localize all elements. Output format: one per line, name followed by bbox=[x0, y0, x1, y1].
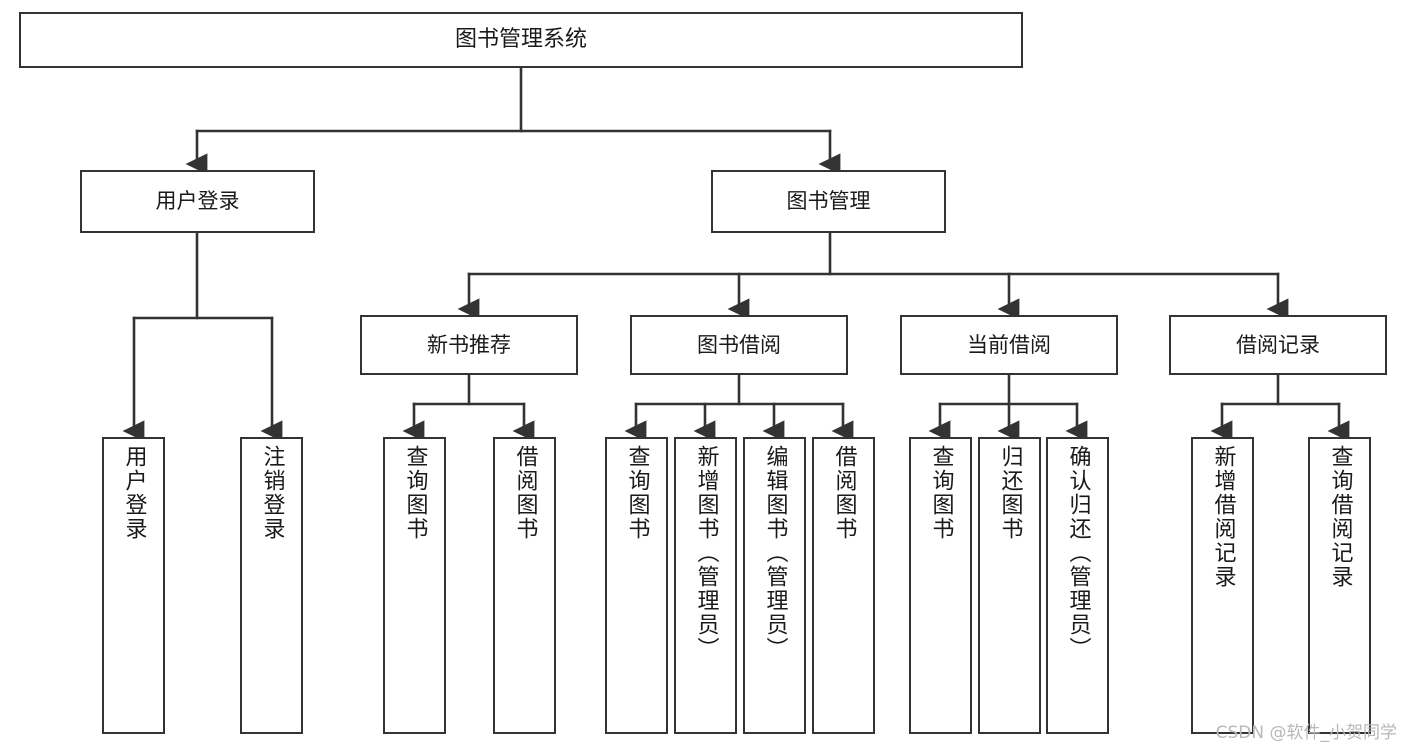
node-label: 用户登录 bbox=[155, 189, 240, 214]
node-label: 借阅记录 bbox=[1236, 332, 1320, 357]
leaf-borrow-borrow-book[interactable]: 借阅图书 bbox=[812, 437, 875, 734]
node-user-login[interactable]: 用户登录 bbox=[80, 170, 315, 233]
node-borrow-record[interactable]: 借阅记录 bbox=[1169, 315, 1387, 375]
node-new-book-recommend[interactable]: 新书推荐 bbox=[360, 315, 578, 375]
leaf-user-login[interactable]: 用户登录 bbox=[102, 437, 165, 734]
leaf-current-confirm-return-admin[interactable]: 确认归还（管理员） bbox=[1046, 437, 1109, 734]
node-label: 图书借阅 bbox=[697, 332, 781, 357]
node-label: 查询借阅记录 bbox=[1327, 445, 1353, 589]
leaf-recommend-query-book[interactable]: 查询图书 bbox=[383, 437, 446, 734]
leaf-current-return-book[interactable]: 归还图书 bbox=[978, 437, 1041, 734]
leaf-borrow-query-book[interactable]: 查询图书 bbox=[605, 437, 668, 734]
node-book-management[interactable]: 图书管理 bbox=[711, 170, 946, 233]
leaf-current-query-book[interactable]: 查询图书 bbox=[909, 437, 972, 734]
node-root-book-management-system[interactable]: 图书管理系统 bbox=[19, 12, 1023, 68]
node-label: 归还图书 bbox=[997, 445, 1023, 541]
node-label: 新增图书（管理员） bbox=[693, 445, 719, 661]
node-label: 当前借阅 bbox=[967, 332, 1051, 357]
leaf-user-logout[interactable]: 注销登录 bbox=[240, 437, 303, 734]
node-book-borrow[interactable]: 图书借阅 bbox=[630, 315, 848, 375]
node-label: 借阅图书 bbox=[831, 445, 857, 541]
node-label: 新书推荐 bbox=[427, 332, 511, 357]
node-label: 图书管理 bbox=[786, 189, 871, 214]
node-label: 查询图书 bbox=[402, 445, 428, 541]
leaf-record-add-borrow-record[interactable]: 新增借阅记录 bbox=[1191, 437, 1254, 734]
leaf-recommend-borrow-book[interactable]: 借阅图书 bbox=[493, 437, 556, 734]
node-label: 编辑图书（管理员） bbox=[762, 445, 788, 661]
node-label: 用户登录 bbox=[121, 445, 147, 541]
node-label: 新增借阅记录 bbox=[1210, 445, 1236, 589]
node-label: 图书管理系统 bbox=[454, 27, 587, 53]
node-label: 查询图书 bbox=[624, 445, 650, 541]
leaf-record-query-borrow-record[interactable]: 查询借阅记录 bbox=[1308, 437, 1371, 734]
leaf-borrow-add-book-admin[interactable]: 新增图书（管理员） bbox=[674, 437, 737, 734]
leaf-borrow-edit-book-admin[interactable]: 编辑图书（管理员） bbox=[743, 437, 806, 734]
node-current-borrow[interactable]: 当前借阅 bbox=[900, 315, 1118, 375]
node-label: 查询图书 bbox=[928, 445, 954, 541]
node-label: 借阅图书 bbox=[512, 445, 538, 541]
node-label: 确认归还（管理员） bbox=[1065, 445, 1091, 661]
node-label: 注销登录 bbox=[259, 445, 285, 541]
csdn-watermark: CSDN @软件_小贺同学 bbox=[1215, 723, 1397, 743]
